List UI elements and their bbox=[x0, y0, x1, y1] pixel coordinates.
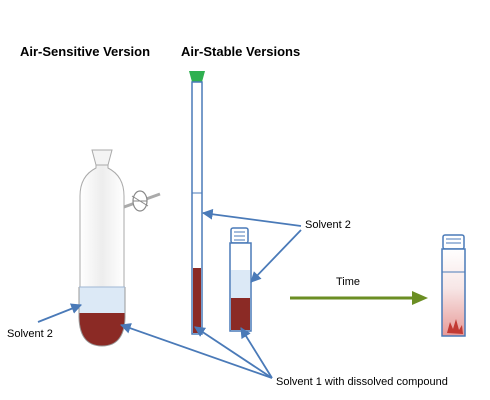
air-sensitive-heading: Air-Sensitive Version bbox=[20, 44, 151, 59]
crystal-vial-cap bbox=[442, 234, 465, 250]
vial-solvent2-layer bbox=[231, 270, 250, 298]
layered-vial bbox=[229, 227, 252, 332]
arrow-solvent1-to-vial bbox=[240, 327, 273, 379]
vial-solvent1-layer bbox=[231, 298, 250, 330]
tube-solvent1-layer bbox=[193, 268, 201, 333]
arrow-solvent1-to-flask bbox=[119, 323, 273, 379]
arrow-solvent2-left bbox=[37, 303, 83, 323]
flask-neck-top bbox=[91, 149, 113, 166]
crystal-vial-body bbox=[441, 248, 466, 337]
time-label: Time bbox=[336, 276, 361, 288]
flask-solvent2-layer bbox=[79, 287, 125, 313]
arrow-solvent2-to-vial bbox=[250, 229, 302, 283]
arrow-solvent2-to-tube bbox=[201, 208, 302, 227]
crystal-vial bbox=[441, 234, 466, 337]
solvent2-left-label: Solvent 2 bbox=[7, 328, 53, 340]
arrow-solvent1-to-tube bbox=[194, 326, 273, 379]
tube-green-cap bbox=[189, 71, 205, 82]
air-stable-heading: Air-Stable Versions bbox=[181, 44, 301, 59]
pointer-arrows bbox=[37, 208, 302, 379]
flask-solvent1-layer bbox=[78, 313, 126, 346]
flask-glass-body bbox=[79, 149, 125, 288]
solvent2-right-label: Solvent 2 bbox=[305, 219, 351, 231]
solvent1-label: Solvent 1 with dissolved compound bbox=[276, 376, 448, 388]
schlenk-flask bbox=[78, 149, 161, 347]
time-arrow bbox=[290, 291, 428, 305]
crystals bbox=[447, 319, 463, 334]
layering-tube bbox=[189, 71, 205, 335]
